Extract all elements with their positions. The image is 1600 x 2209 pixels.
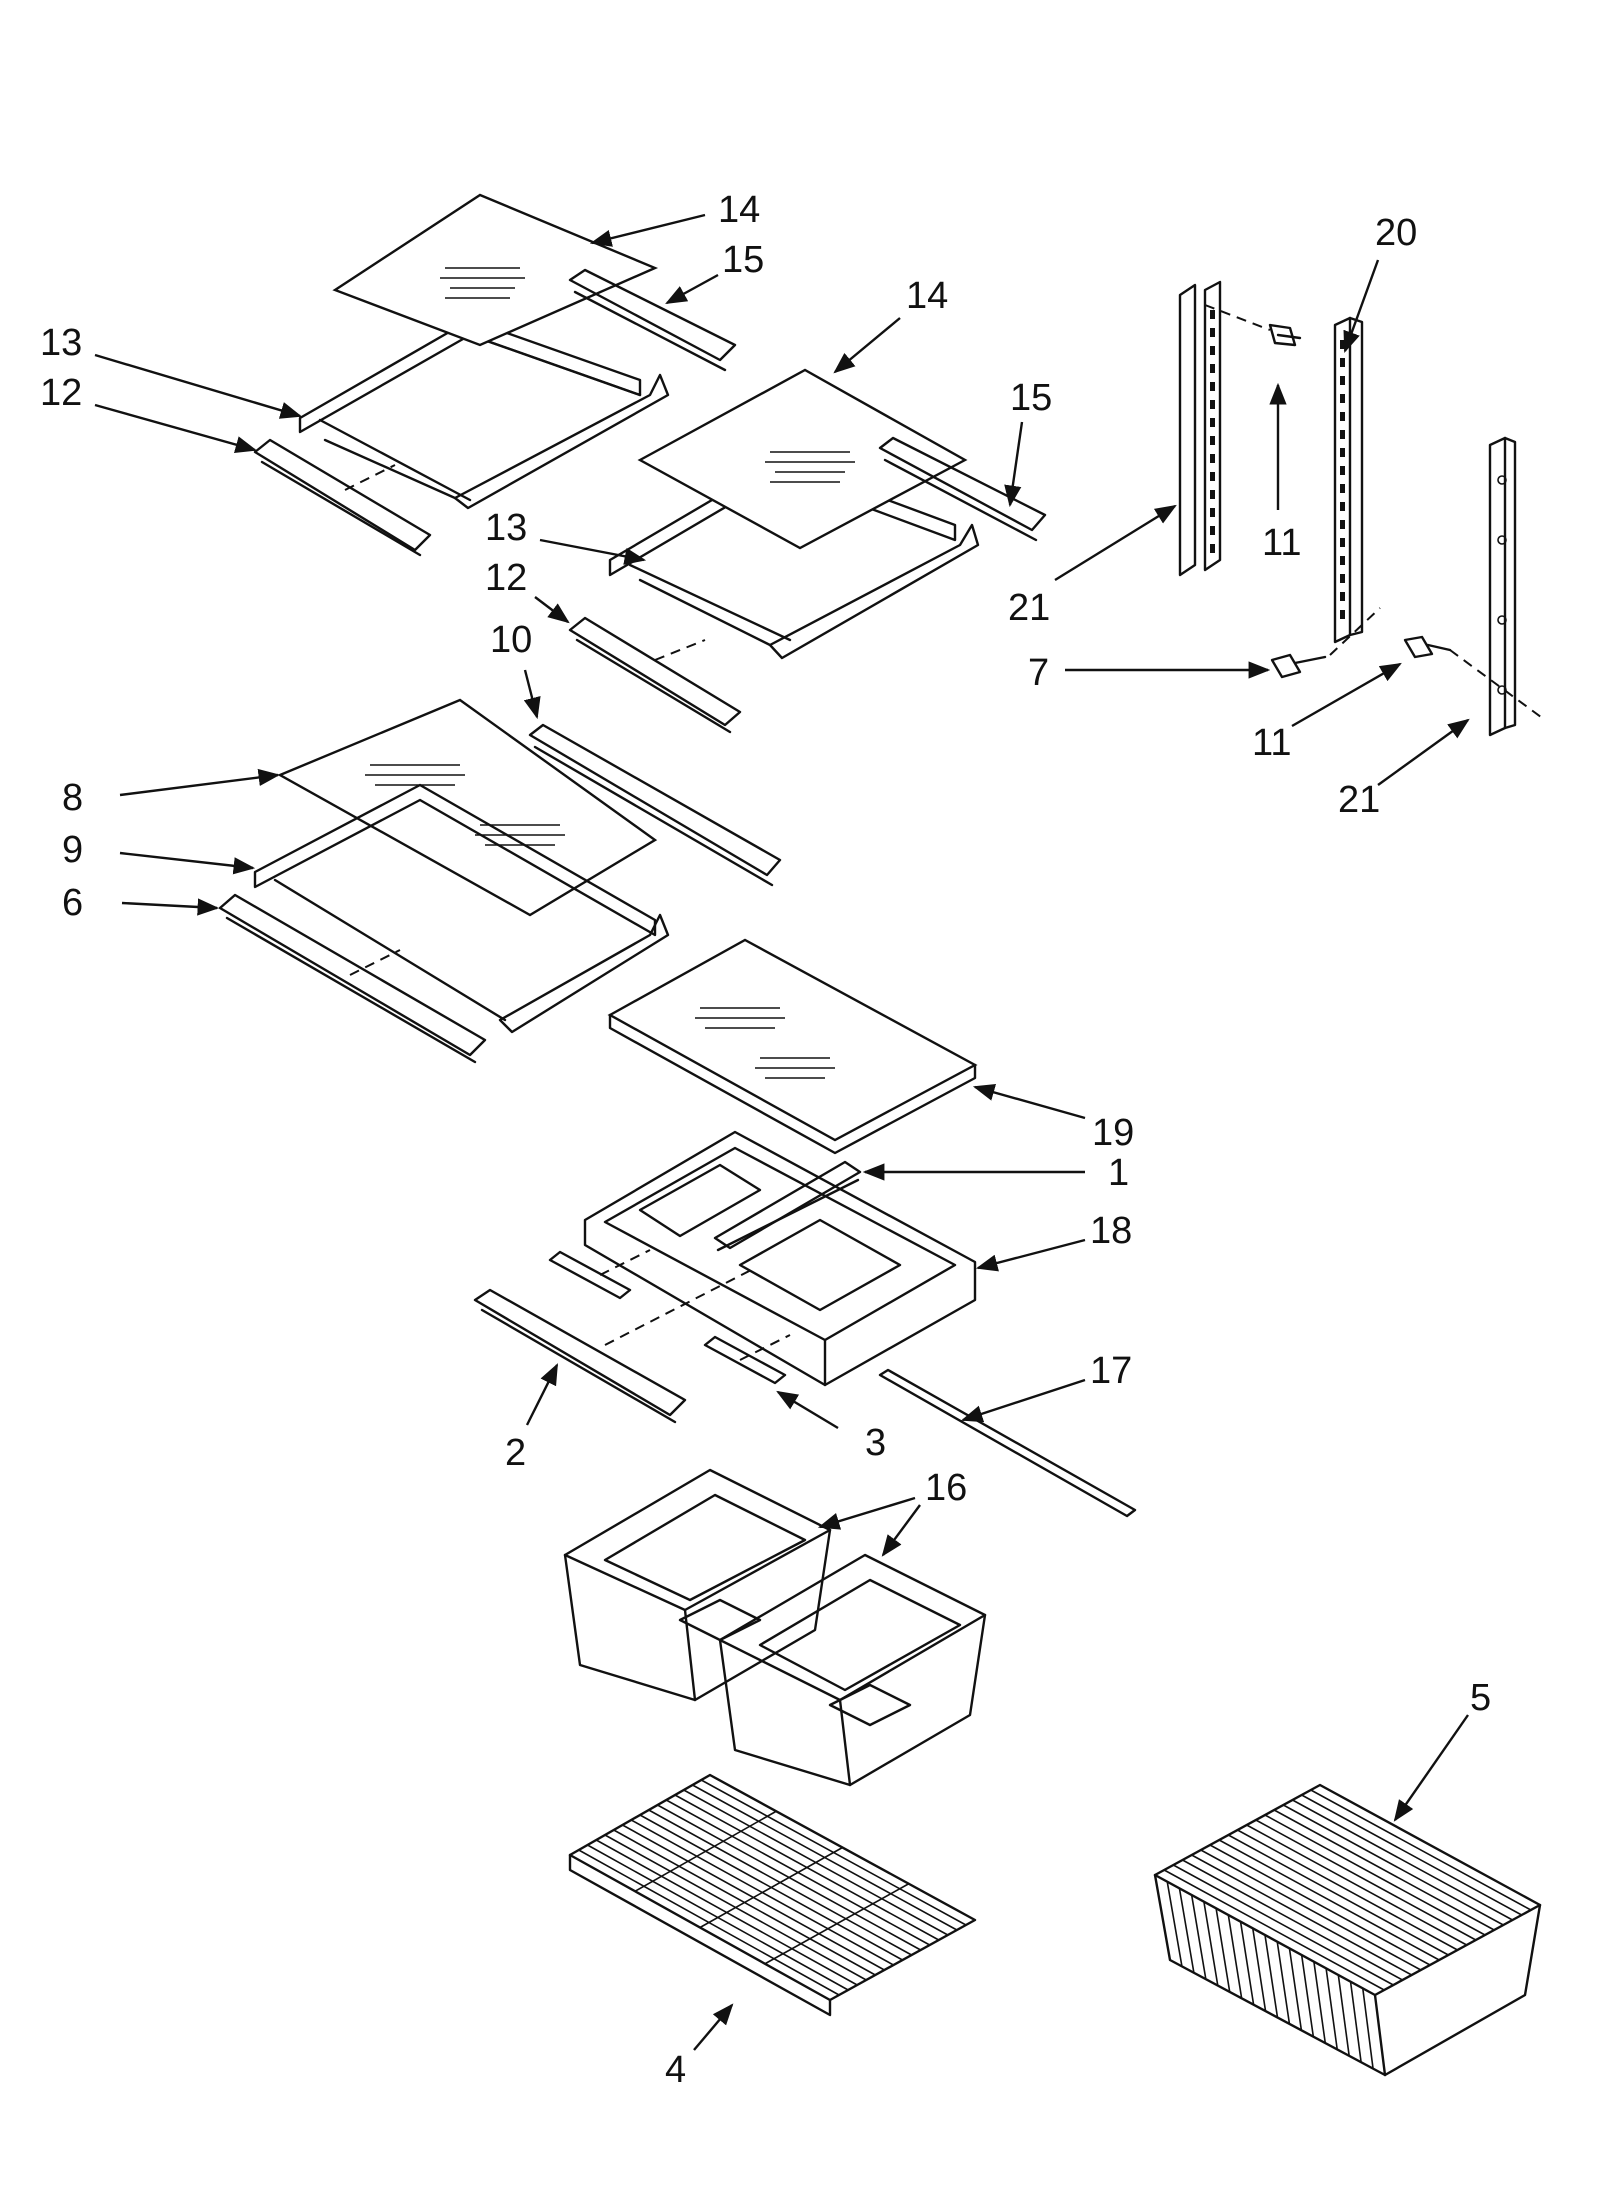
callout-13-middle: 13: [485, 507, 527, 549]
callout-12-upper: 12: [40, 372, 82, 414]
wire-basket-5: [1153, 1783, 1542, 2077]
callout-10: 10: [490, 619, 532, 661]
screw-11-lower: [1403, 635, 1452, 659]
dash-2: [604, 1267, 756, 1346]
dash-12-upper: [344, 464, 396, 491]
callout-9: 9: [62, 829, 83, 871]
callout-21-left: 21: [1008, 587, 1050, 629]
rail-21-left: [1178, 280, 1222, 577]
shelf-front-12-upper: [253, 438, 432, 557]
crisper-drawer-16-left: [563, 1468, 832, 1702]
rail-21-right: [1488, 436, 1517, 737]
callout-11-lower: 11: [1252, 722, 1291, 764]
crisper-cover-trim-2: [473, 1288, 687, 1424]
glass-shelf-19: [607, 938, 978, 1155]
dash-3-left: [599, 1249, 651, 1276]
callout-18: 18: [1090, 1210, 1132, 1252]
dash-screw-7: [1329, 607, 1381, 656]
shelf-frame-9: [253, 783, 670, 1034]
dash-3-right: [739, 1334, 791, 1361]
callout-16: 16: [925, 1467, 967, 1509]
callout-15-middle: 15: [1010, 377, 1052, 419]
screw-7: [1270, 653, 1327, 679]
callout-7: 7: [1028, 652, 1049, 694]
crisper-drawer-16-right: [718, 1553, 987, 1787]
leader-lines: [94, 213, 1470, 2051]
callout-14-upper: 14: [718, 189, 760, 231]
shelf-front-6: [218, 893, 487, 1064]
callout-15-upper: 15: [722, 239, 764, 281]
callout-4: 4: [665, 2049, 686, 2091]
crisper-slide-1: [713, 1160, 862, 1252]
dash-6: [349, 949, 401, 976]
callout-21-right: 21: [1338, 779, 1380, 821]
divider-bracket-3-left: [548, 1250, 632, 1300]
callout-2: 2: [505, 1432, 526, 1474]
callout-labels: 14 15 13 12 14 15 13 12 10 8 9 6 20 21 1…: [40, 189, 1491, 2091]
rail-20: [1333, 316, 1364, 644]
glass-shelf-14-upper: [332, 193, 659, 347]
callout-17: 17: [1090, 1350, 1132, 1392]
dash-12-middle: [654, 639, 706, 661]
crisper-frame-18: [583, 1130, 977, 1387]
callout-5: 5: [1470, 1677, 1491, 1719]
shelf-trim-15-upper: [568, 268, 737, 372]
callout-13-upper: 13: [40, 322, 82, 364]
shelf-trim-10: [528, 723, 782, 887]
callout-11-upper: 11: [1262, 522, 1301, 564]
wire-shelf-4: [568, 1773, 977, 2017]
dash-screw-11-lower: [1449, 649, 1546, 721]
callout-8: 8: [62, 777, 83, 819]
callout-3: 3: [865, 1422, 886, 1464]
glass-shelf-14-middle: [637, 368, 968, 550]
callout-19: 19: [1092, 1112, 1134, 1154]
glass-shelf-8: [277, 698, 658, 917]
callout-14-middle: 14: [906, 275, 948, 317]
callout-6: 6: [62, 882, 83, 924]
screw-11-upper: [1268, 323, 1302, 347]
callout-12-middle: 12: [485, 557, 527, 599]
callout-20: 20: [1375, 212, 1417, 254]
crisper-rod-17: [878, 1368, 1137, 1518]
callout-1: 1: [1108, 1152, 1129, 1194]
divider-bracket-3-right: [703, 1335, 787, 1385]
dash-screw-upper: [1204, 304, 1271, 331]
shelf-trim-15-middle: [878, 436, 1047, 542]
shelf-front-12-middle: [568, 616, 742, 734]
